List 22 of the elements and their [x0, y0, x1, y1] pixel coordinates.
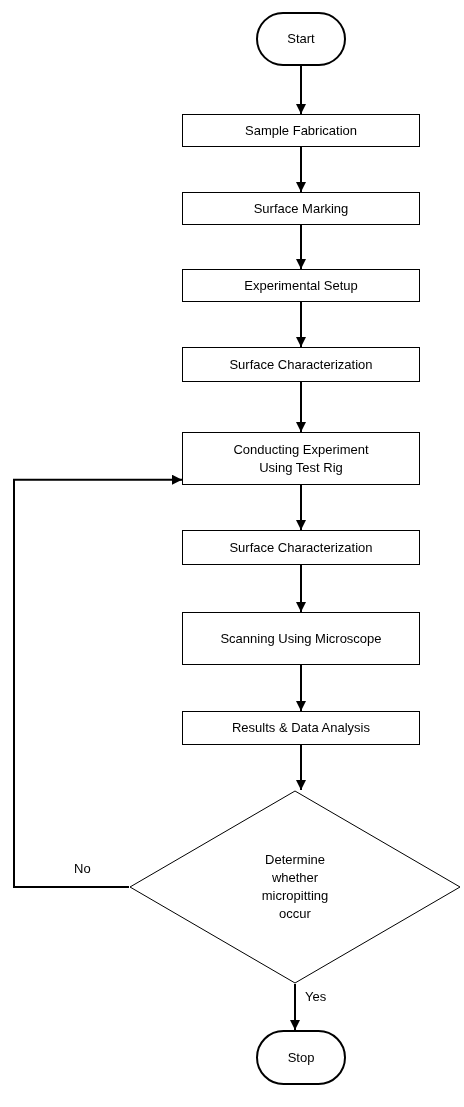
arrow — [296, 381, 306, 433]
arrow — [290, 983, 300, 1031]
arrow — [296, 224, 306, 270]
arrow — [296, 484, 306, 531]
arrow — [296, 664, 306, 712]
process-box: Sample Fabrication — [182, 114, 420, 147]
decision-diamond: Determine whether micropitting occur — [129, 790, 461, 984]
terminal-box: Stop — [256, 1030, 346, 1085]
arrow — [296, 301, 306, 348]
process-box: Results & Data Analysis — [182, 711, 420, 745]
process-box: Conducting Experiment Using Test Rig — [182, 432, 420, 485]
arrow — [296, 744, 306, 791]
process-box: Experimental Setup — [182, 269, 420, 302]
process-box: Surface Marking — [182, 192, 420, 225]
arrow — [296, 65, 306, 115]
arrow — [296, 146, 306, 193]
process-box: Surface Characterization — [182, 347, 420, 382]
process-box: Scanning Using Microscope — [182, 612, 420, 665]
terminal-box: Start — [256, 12, 346, 66]
process-box: Surface Characterization — [182, 530, 420, 565]
arrow — [13, 474, 183, 888]
arrow — [296, 564, 306, 613]
